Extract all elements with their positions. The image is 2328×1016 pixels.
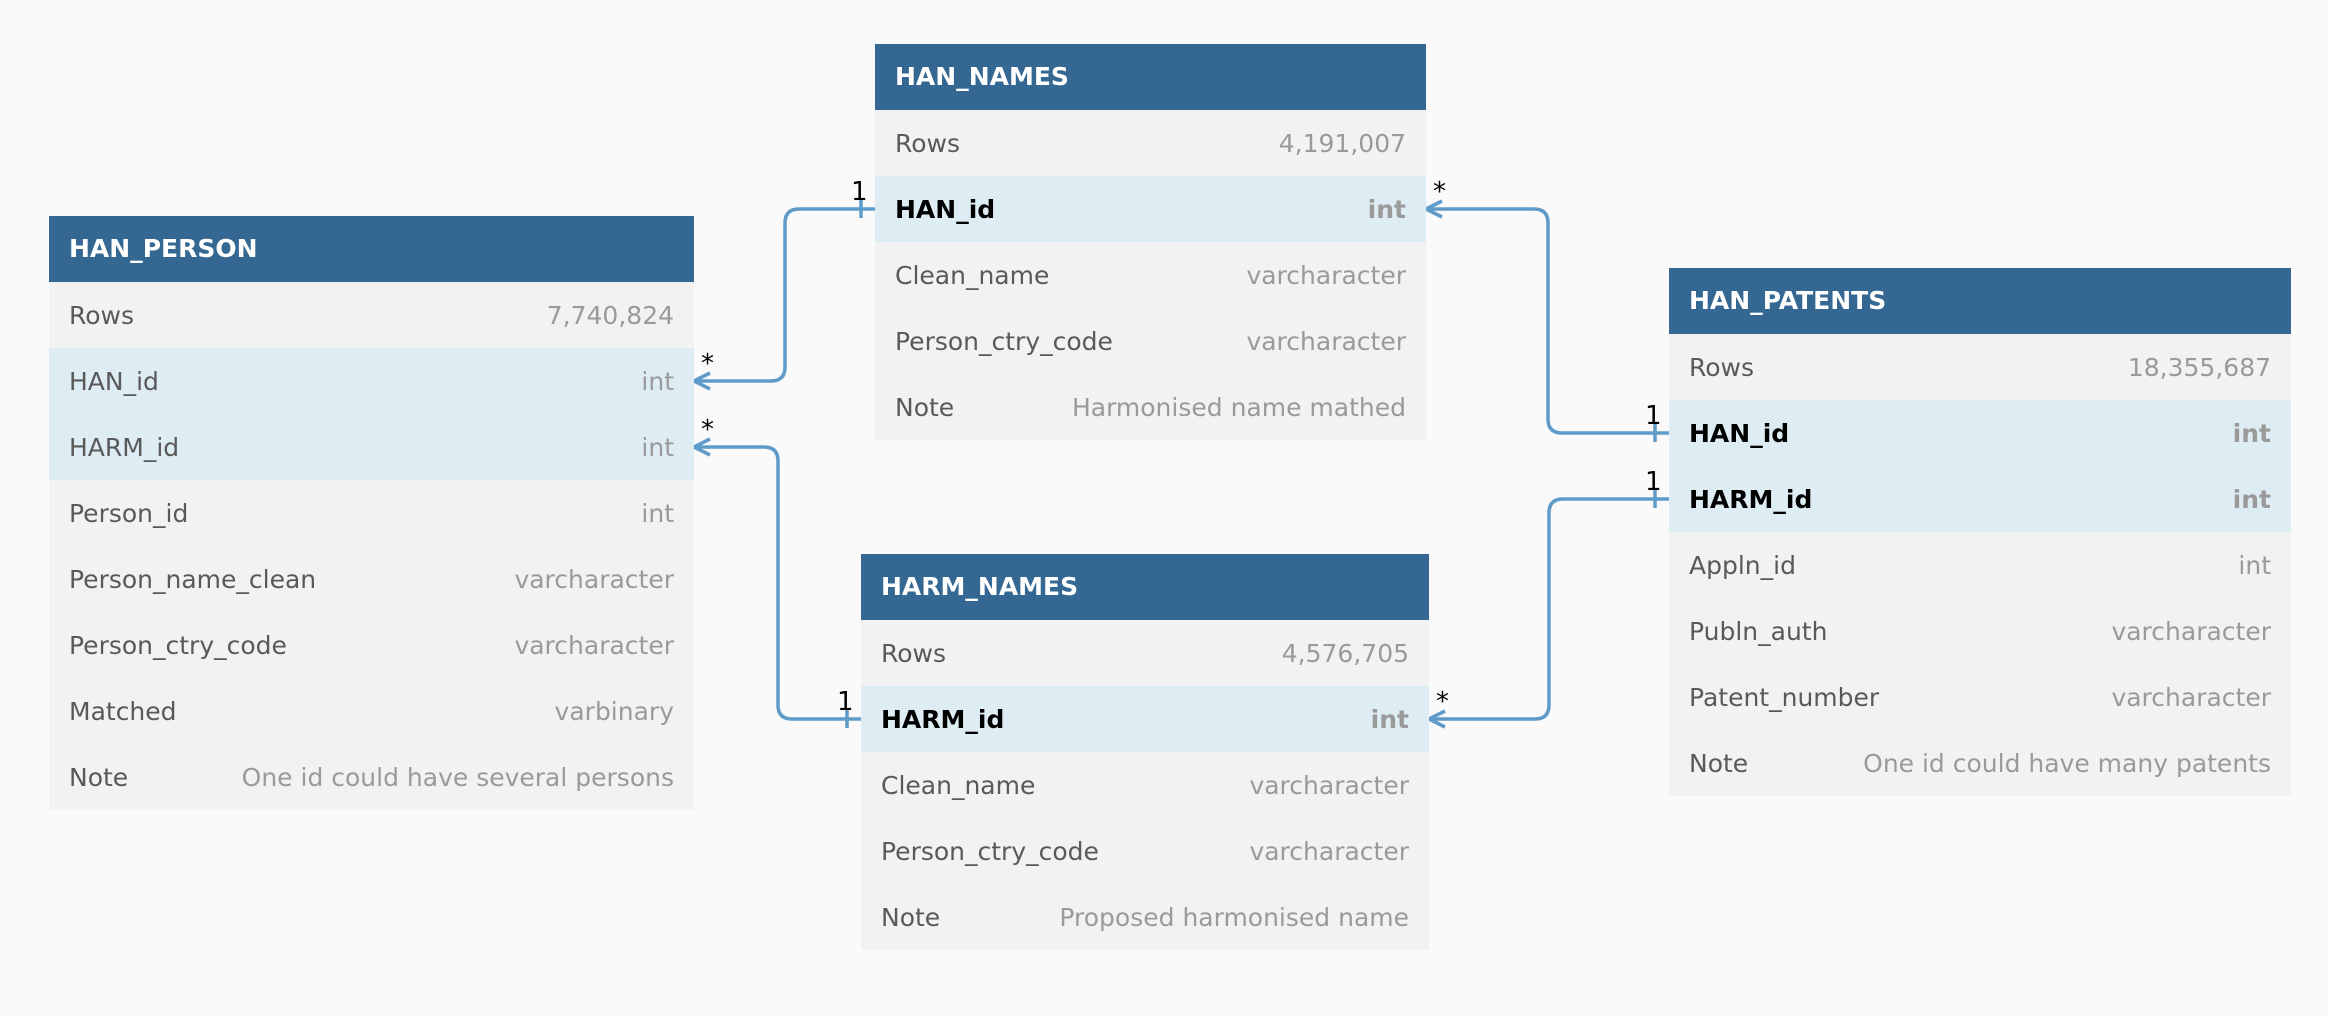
table-row[interactable]: Rows 18,355,687 <box>1669 334 2291 400</box>
column-type: varcharacter <box>1249 770 1409 800</box>
table-header-han-person[interactable]: HAN_PERSON <box>49 216 694 282</box>
cardinality-many-label: * <box>1436 687 1449 717</box>
table-row[interactable]: HARM_id int <box>1669 466 2291 532</box>
column-type: varcharacter <box>2111 682 2271 712</box>
table-row[interactable]: Rows 4,576,705 <box>861 620 1429 686</box>
column-type: varcharacter <box>514 564 674 594</box>
table-row[interactable]: Patent_number varcharacter <box>1669 664 2291 730</box>
column-name: Note <box>69 762 129 792</box>
column-type: int <box>641 432 674 462</box>
column-type: varbinary <box>554 696 674 726</box>
column-type: 4,576,705 <box>1281 638 1409 668</box>
table-row[interactable]: Clean_name varcharacter <box>875 242 1426 308</box>
table-row[interactable]: Rows 7,740,824 <box>49 282 694 348</box>
column-type: int <box>2238 550 2271 580</box>
column-name: HARM_id <box>1689 484 1813 514</box>
cardinality-many-label: * <box>701 415 714 445</box>
column-type: varcharacter <box>514 630 674 660</box>
column-type: Proposed harmonised name <box>1059 902 1409 932</box>
column-type: Harmonised name mathed <box>1071 392 1406 422</box>
cardinality-one-label: 1 <box>1645 467 1662 497</box>
column-name: Person_ctry_code <box>69 630 287 660</box>
column-type: int <box>1370 704 1409 734</box>
table-row[interactable]: HAN_id int <box>875 176 1426 242</box>
column-type: int <box>641 498 674 528</box>
table-row[interactable]: Note Harmonised name mathed <box>875 374 1426 440</box>
column-type: 18,355,687 <box>2127 352 2271 382</box>
column-type: int <box>641 366 674 396</box>
column-name: Rows <box>895 128 961 158</box>
column-name: Appln_id <box>1689 550 1796 580</box>
column-name: Note <box>881 902 941 932</box>
table-row[interactable]: Person_ctry_code varcharacter <box>861 818 1429 884</box>
table-header-han-names[interactable]: HAN_NAMES <box>875 44 1426 110</box>
cardinality-one-label: 1 <box>837 687 854 717</box>
column-name: Patent_number <box>1689 682 1880 712</box>
table-row[interactable]: Person_ctry_code varcharacter <box>49 612 694 678</box>
column-name: Clean_name <box>881 770 1036 800</box>
column-name: Person_id <box>69 498 189 528</box>
column-type: int <box>2232 418 2271 448</box>
column-type: varcharacter <box>1246 326 1406 356</box>
relationship-line[interactable] <box>694 445 861 721</box>
column-name: Person_name_clean <box>69 564 317 594</box>
column-name: Person_ctry_code <box>881 836 1099 866</box>
table-row[interactable]: Publn_auth varcharacter <box>1669 598 2291 664</box>
table-row[interactable]: Rows 4,191,007 <box>875 110 1426 176</box>
table-header-han-patents[interactable]: HAN_PATENTS <box>1669 268 2291 334</box>
column-name: Matched <box>69 696 177 726</box>
table-row[interactable]: Note One id could have several persons <box>49 744 694 810</box>
column-type: int <box>2232 484 2271 514</box>
relationship-line[interactable] <box>1429 497 1669 721</box>
table-row[interactable]: Clean_name varcharacter <box>861 752 1429 818</box>
cardinality-many-label: * <box>701 349 714 379</box>
column-name: Rows <box>881 638 947 668</box>
column-name: Rows <box>1689 352 1755 382</box>
cardinality-one-label: 1 <box>851 177 868 207</box>
column-name: Note <box>1689 748 1749 778</box>
column-type: varcharacter <box>1246 260 1406 290</box>
table-row[interactable]: Person_ctry_code varcharacter <box>875 308 1426 374</box>
column-type: 4,191,007 <box>1278 128 1406 158</box>
column-name: HAN_id <box>1689 418 1790 448</box>
cardinality-many-label: * <box>1433 177 1446 207</box>
column-type: varcharacter <box>2111 616 2271 646</box>
column-name: HAN_id <box>69 366 159 396</box>
column-name: HARM_id <box>881 704 1005 734</box>
table-row[interactable]: HARM_id int <box>861 686 1429 752</box>
table-row[interactable]: HAN_id int <box>1669 400 2291 466</box>
table-header-harm-names[interactable]: HARM_NAMES <box>861 554 1429 620</box>
column-name: HAN_id <box>895 194 996 224</box>
column-type: One id could have several persons <box>241 762 674 792</box>
column-type: int <box>1367 194 1406 224</box>
relationship-line[interactable] <box>694 207 875 383</box>
relationship-line[interactable] <box>1426 207 1669 435</box>
column-name: Person_ctry_code <box>895 326 1113 356</box>
table-row[interactable]: Person_id int <box>49 480 694 546</box>
table-row[interactable]: Matched varbinary <box>49 678 694 744</box>
column-type: One id could have many patents <box>1863 748 2271 778</box>
column-name: Publn_auth <box>1689 616 1828 646</box>
table-row[interactable]: HARM_id int <box>49 414 694 480</box>
column-name: HARM_id <box>69 432 180 462</box>
column-type: varcharacter <box>1249 836 1409 866</box>
column-type: 7,740,824 <box>546 300 674 330</box>
table-row[interactable]: Appln_id int <box>1669 532 2291 598</box>
column-name: Rows <box>69 300 135 330</box>
table-row[interactable]: Note Proposed harmonised name <box>861 884 1429 950</box>
column-name: Clean_name <box>895 260 1050 290</box>
cardinality-one-label: 1 <box>1645 401 1662 431</box>
table-row[interactable]: Note One id could have many patents <box>1669 730 2291 796</box>
table-row[interactable]: HAN_id int <box>49 348 694 414</box>
column-name: Note <box>895 392 955 422</box>
table-row[interactable]: Person_name_clean varcharacter <box>49 546 694 612</box>
